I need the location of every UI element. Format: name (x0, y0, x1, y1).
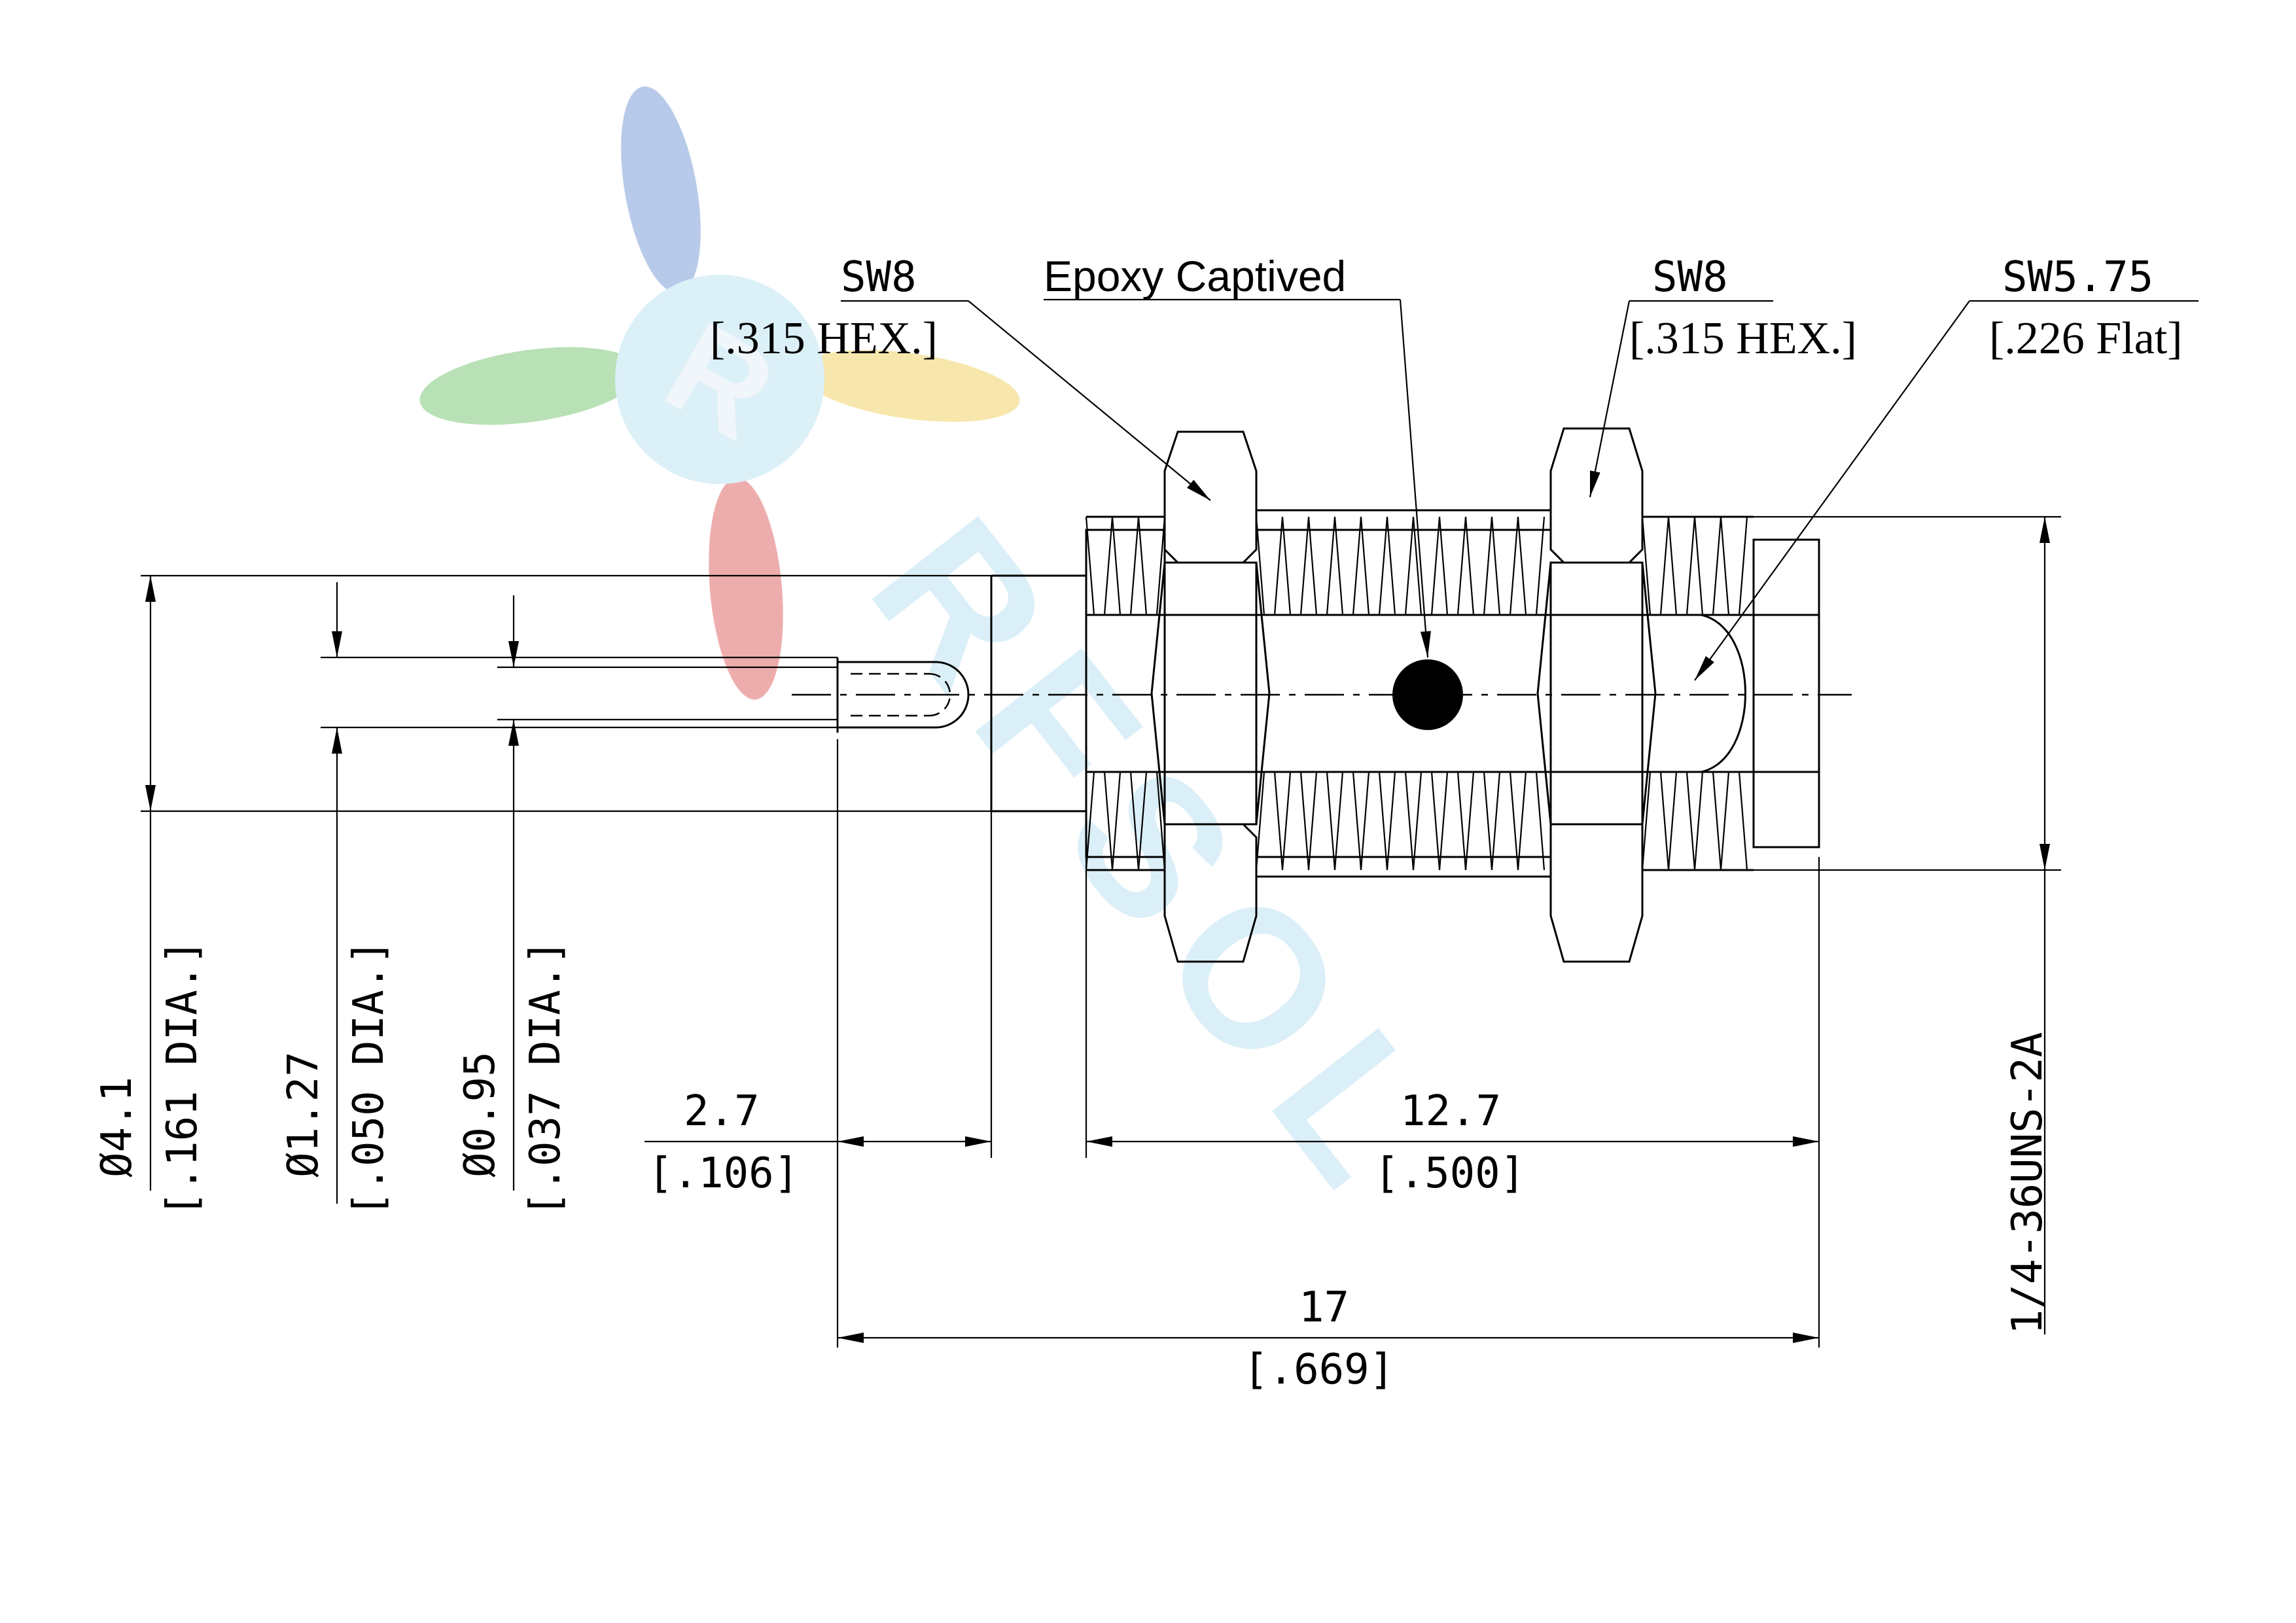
thread-tooth (1307, 516, 1336, 616)
dimension-lines (145, 517, 2050, 1343)
thread-tooth (1517, 516, 1545, 616)
flat-size: SW5.75 (2002, 253, 2153, 302)
left-hex-note: [.315 HEX.] (710, 313, 938, 364)
dim-pin-length-imperial: [.106] (648, 1149, 799, 1198)
flat-note: [.226 Flat] (1989, 313, 2183, 364)
thread-tooth (1438, 771, 1467, 871)
thread-tooth (1360, 516, 1388, 616)
logo-yellow-petal (799, 350, 1020, 422)
thread-tooth (1386, 516, 1415, 616)
thread-tooth (1667, 516, 1696, 616)
thread-tooth (1255, 771, 1284, 871)
thread-tooth (1412, 771, 1441, 871)
extension-lines (141, 515, 2061, 1348)
dim-body-length-imperial: [.500] (1374, 1149, 1525, 1198)
left-hex-size: SW8 (841, 253, 917, 302)
dim-dia-pin: Ø1.27 [.050 DIA.] (279, 939, 393, 1217)
thread-tooth (1693, 771, 1722, 871)
right-hex-size: SW8 (1652, 253, 1728, 302)
epoxy-dot (1392, 659, 1463, 730)
thread-tooth (1360, 771, 1388, 871)
thread-tooth (1137, 516, 1166, 616)
thread-tooth (1085, 516, 1114, 616)
dim-thread-spec: 1/4-36UNS-2A (2004, 1032, 2052, 1335)
right-hex-nut (1536, 427, 1657, 963)
thread-tooth (1641, 516, 1670, 616)
thread-tooth (1517, 771, 1545, 871)
logo-center-circle (615, 275, 824, 484)
thread-tooth (1720, 516, 1748, 616)
thread-tooth (1438, 516, 1467, 616)
dim-dia-tip: Ø0.95 [.037 DIA.] (456, 939, 570, 1217)
thread-tooth (1464, 516, 1493, 616)
dim-overall-length-metric: 17 (1299, 1283, 1349, 1332)
logo-red-petal (709, 478, 783, 700)
thread-tooth (1667, 771, 1696, 871)
leader-lines (841, 298, 2199, 681)
dim-dia-body-metric: Ø4.1 (93, 1077, 141, 1178)
dim-dia-pin-imperial: [.050 DIA.] (345, 939, 393, 1217)
thread-tooth (1693, 516, 1722, 616)
thread-tooth (1255, 516, 1284, 616)
thread-tooth (1491, 516, 1519, 616)
dim-pin-length-metric: 2.7 (684, 1087, 760, 1136)
thread-teeth (1085, 516, 1748, 871)
epoxy-label: Epoxy Captived (1044, 252, 1346, 300)
thread-tooth (1281, 771, 1310, 871)
logo-blue-petal (621, 86, 701, 293)
logo-green-petal (419, 347, 641, 425)
dim-dia-tip-metric: Ø0.95 (456, 1051, 504, 1178)
right-hex-note: [.315 HEX.] (1629, 313, 1857, 364)
thread-tooth (1412, 516, 1441, 616)
thread-tooth (1720, 771, 1748, 871)
left-hex-nut (1150, 430, 1271, 963)
dim-dia-tip-imperial: [.037 DIA.] (521, 939, 570, 1217)
thread-tooth (1111, 516, 1140, 616)
thread-tooth (1491, 771, 1519, 871)
thread-tooth (1137, 771, 1166, 871)
watermark-logo: R (419, 86, 1020, 700)
dim-dia-body-imperial: [.161 DIA.] (158, 939, 207, 1217)
dim-dia-body: Ø4.1 [.161 DIA.] (93, 939, 207, 1217)
dim-overall-length-imperial: [.669] (1243, 1346, 1394, 1394)
dim-dia-pin-metric: Ø1.27 (279, 1051, 328, 1178)
thread-tooth (1281, 516, 1310, 616)
thread-tooth (1464, 771, 1493, 871)
thread-tooth (1111, 771, 1140, 871)
thread-tooth (1085, 771, 1114, 871)
thread-tooth (1333, 771, 1362, 871)
thread-tooth (1386, 771, 1415, 871)
dim-body-length-metric: 12.7 (1400, 1087, 1501, 1136)
thread-tooth (1307, 771, 1336, 871)
thread-tooth (1333, 516, 1362, 616)
thread-tooth (1641, 771, 1670, 871)
